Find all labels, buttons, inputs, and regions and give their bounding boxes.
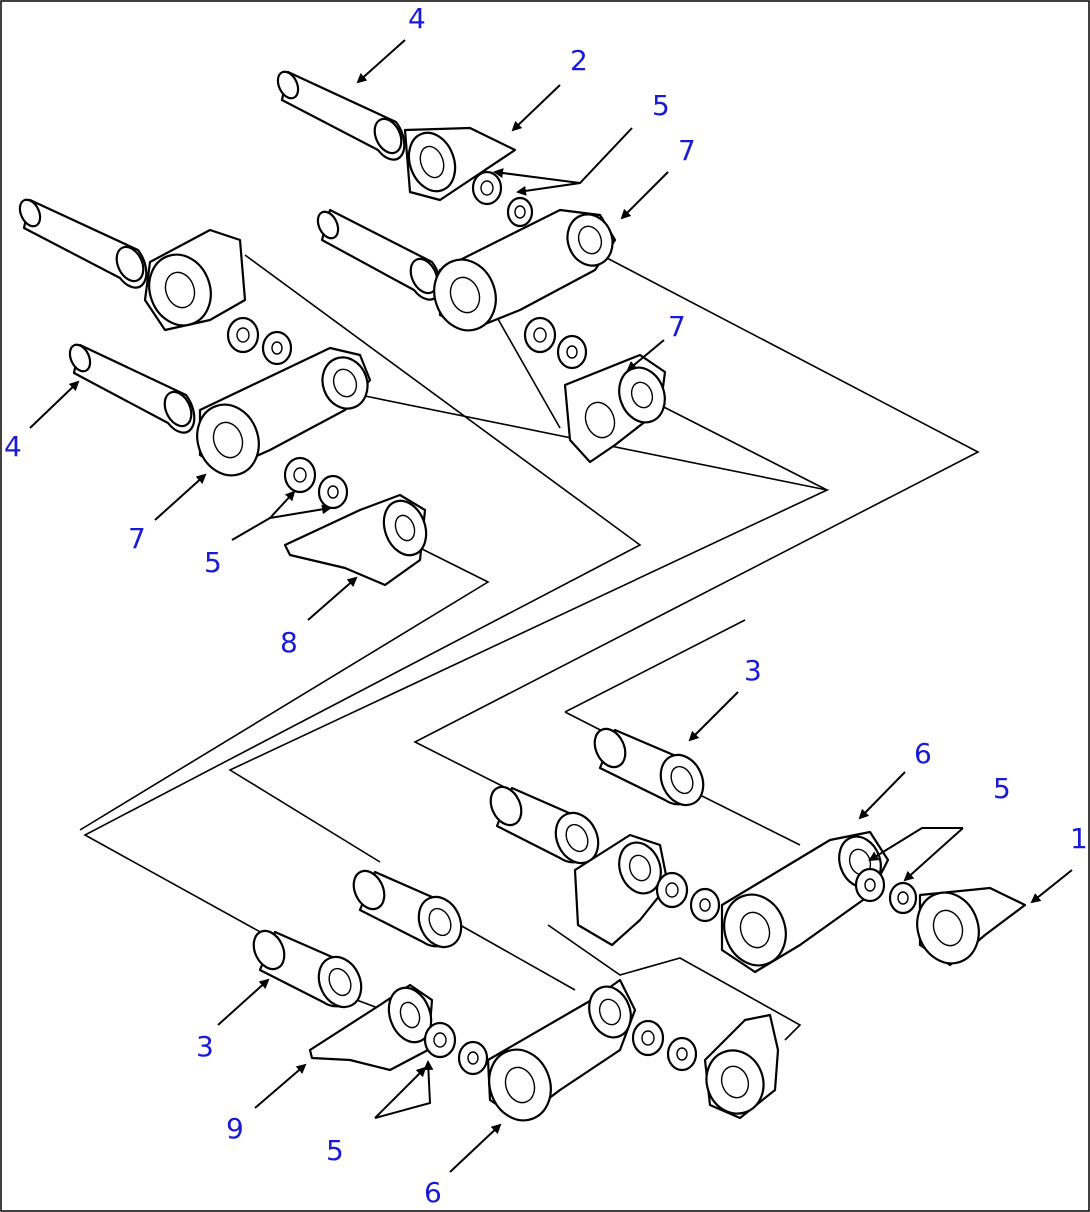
callout-3-right: 3 — [744, 654, 762, 687]
bushing-left-lower — [252, 929, 363, 1009]
leader-arrows — [29, 39, 1073, 1173]
seals-lower-right-a — [655, 871, 721, 923]
pin-left-lower — [68, 343, 196, 434]
seals-top — [471, 170, 534, 228]
callout-9: 9 — [226, 1112, 244, 1145]
callout-5-top: 5 — [652, 89, 670, 122]
callout-7-top: 7 — [678, 134, 696, 167]
callout-6-right: 6 — [914, 737, 932, 770]
seals-left-lower — [283, 456, 349, 510]
link-left-lower — [196, 346, 372, 477]
link-right-upper — [563, 353, 667, 464]
seals-lower-left — [423, 1021, 489, 1076]
master-link-right — [916, 886, 1027, 967]
link-left-upper — [143, 228, 247, 332]
link-lower-center-half — [703, 1013, 780, 1120]
callout-5-right: 5 — [993, 772, 1011, 805]
master-link-lower-left — [308, 983, 434, 1072]
callout-5-left: 5 — [204, 546, 222, 579]
callout-5-bottom: 5 — [326, 1134, 344, 1167]
pin-top — [276, 70, 406, 161]
bushing-right-upper — [593, 727, 705, 807]
pin-left-upper — [18, 198, 148, 289]
callout-7-left: 7 — [128, 522, 146, 555]
callout-2: 2 — [570, 44, 588, 77]
callout-6-bottom: 6 — [424, 1176, 442, 1209]
link-lower-right — [720, 830, 890, 974]
seals-lower-center — [631, 1019, 698, 1072]
callout-labels: 4 2 5 7 7 4 7 5 8 3 6 5 1 3 9 5 6 — [4, 2, 1088, 1209]
master-link-top — [403, 126, 517, 202]
callout-3-left: 3 — [196, 1030, 214, 1063]
seals-lower-right-b — [854, 867, 918, 915]
seals-left-upper — [226, 316, 293, 366]
master-link-left — [283, 493, 428, 587]
link-lower-right-half — [573, 833, 670, 947]
callout-1: 1 — [1070, 822, 1088, 855]
bushing-left-mid — [352, 869, 463, 949]
link-lower-left — [486, 978, 637, 1122]
pin-center-upper — [316, 208, 442, 301]
seals-center-upper — [523, 316, 588, 370]
bushing-right-mid — [489, 785, 600, 865]
link-center-upper — [433, 208, 617, 332]
assembly-guide-lines — [79, 254, 980, 1041]
callout-7-right: 7 — [668, 310, 686, 343]
callout-4-left: 4 — [4, 430, 22, 463]
callout-4-top: 4 — [408, 2, 426, 35]
callout-8: 8 — [280, 626, 298, 659]
